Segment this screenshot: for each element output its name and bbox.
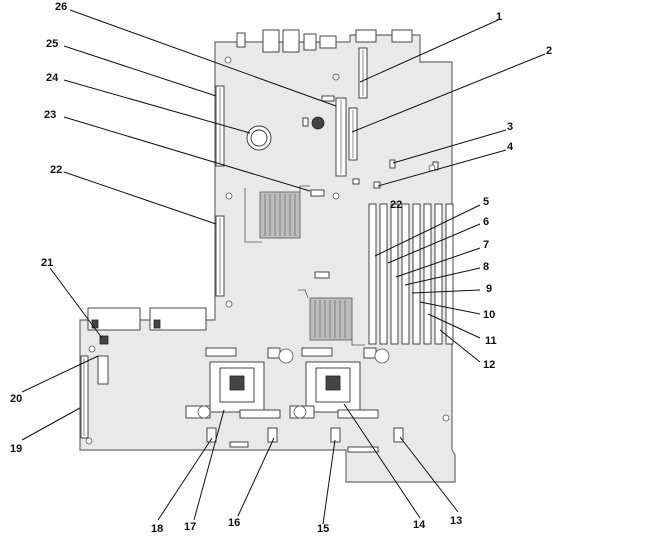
callout-25: 25 — [46, 38, 58, 50]
connector-26 — [321, 95, 347, 177]
back-panel-connectors — [236, 29, 413, 53]
callout-5: 5 — [483, 196, 489, 208]
leader-lines — [21, 9, 546, 525]
callout-6: 6 — [483, 216, 489, 228]
riser-connector-1 — [358, 47, 368, 99]
callout-labels: 1 2 3 4 5 6 7 8 9 10 11 12 13 14 15 16 1… — [10, 1, 552, 535]
slot-22 — [215, 215, 225, 297]
callout-3: 3 — [507, 121, 513, 133]
connector-21 — [99, 335, 109, 345]
chipset-heatsink-2 — [309, 297, 353, 341]
chipset-heatsink-1 — [259, 191, 301, 239]
callout-2: 2 — [546, 45, 552, 57]
callout-12: 12 — [483, 359, 495, 371]
jumper-3 — [389, 159, 396, 169]
callout-16: 16 — [228, 517, 240, 529]
riser-connector-2 — [348, 107, 358, 161]
callout-19: 19 — [10, 443, 22, 455]
battery — [246, 125, 272, 151]
callout-14: 14 — [413, 519, 426, 531]
fan-connector-13 — [393, 427, 404, 443]
board-marking: 22 — [390, 199, 402, 211]
jumper-4 — [373, 181, 381, 189]
callout-26: 26 — [55, 1, 67, 13]
callout-1: 1 — [496, 11, 502, 23]
callout-21: 21 — [41, 257, 53, 269]
callout-10: 10 — [483, 309, 495, 321]
callout-18: 18 — [151, 523, 163, 535]
callout-20: 20 — [10, 393, 22, 405]
callout-17: 17 — [184, 521, 196, 533]
callout-9: 9 — [486, 283, 492, 295]
connector-23 — [310, 189, 325, 197]
callout-11: 11 — [485, 335, 497, 347]
slot-25 — [215, 85, 225, 167]
power-connectors — [87, 307, 207, 331]
callout-24: 24 — [46, 72, 59, 84]
processor-socket-1 — [185, 347, 294, 419]
processor-socket-2 — [289, 347, 390, 419]
callout-13: 13 — [450, 515, 462, 527]
callout-23: 23 — [44, 109, 56, 121]
fan-connector-18 — [206, 427, 217, 443]
fan-connector-16 — [267, 427, 278, 443]
connector-19 — [80, 355, 89, 439]
connector-20 — [97, 355, 109, 385]
fan-connector-15 — [330, 427, 341, 443]
callout-15: 15 — [317, 523, 329, 535]
callout-4: 4 — [507, 141, 514, 153]
mounting-holes — [85, 56, 450, 445]
callout-8: 8 — [483, 261, 489, 273]
callout-7: 7 — [483, 239, 489, 251]
callout-22: 22 — [50, 164, 62, 176]
